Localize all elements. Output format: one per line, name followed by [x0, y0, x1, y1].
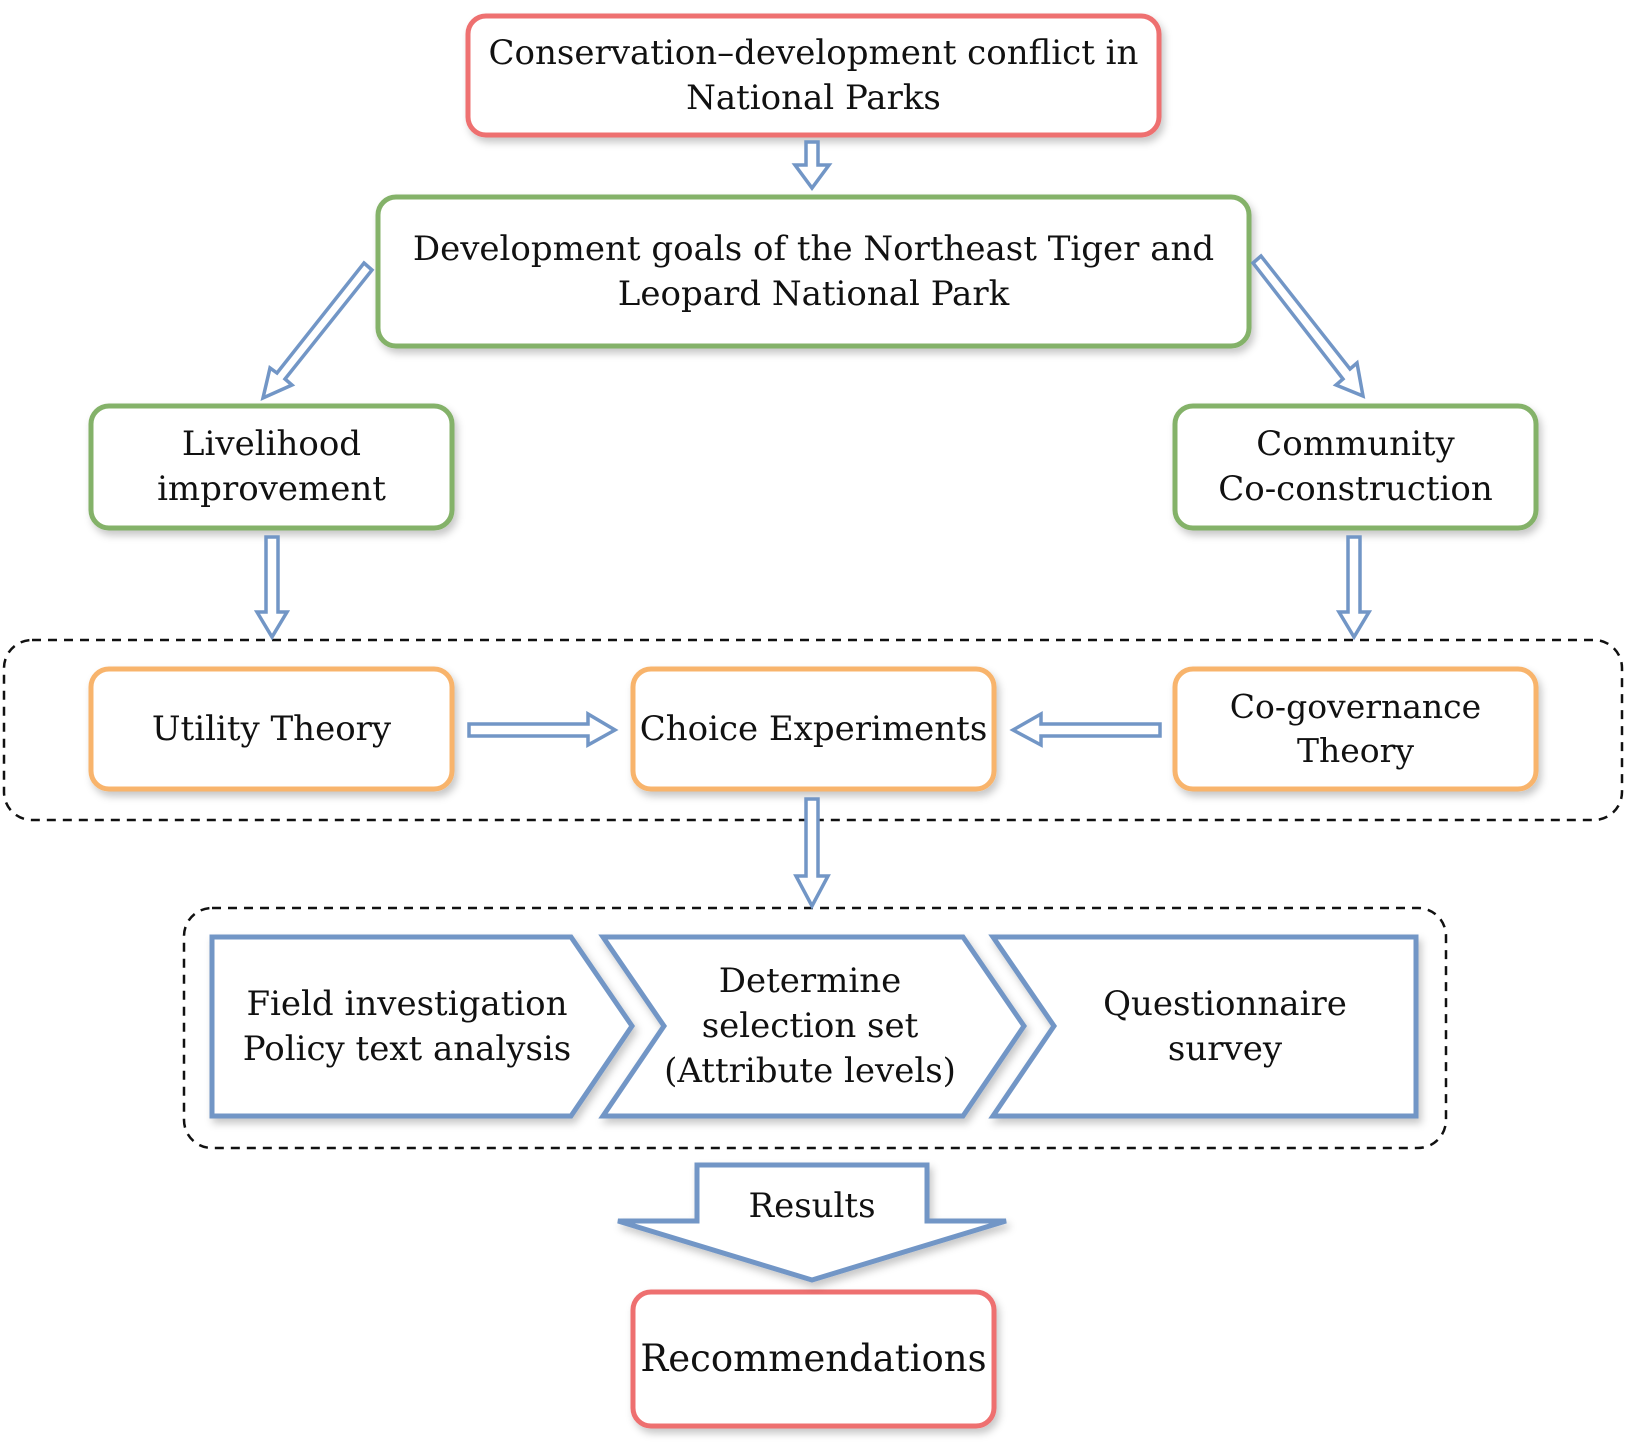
cogovernance-label: Co-governance Theory — [1229, 687, 1482, 770]
arrow-choice-to-process — [793, 797, 831, 910]
recommendations-label: Recommendations — [640, 1336, 987, 1380]
conflict-box — [465, 13, 1162, 138]
arrow-livelihood-to-utility — [253, 535, 291, 641]
livelihood-label: Livelihood improvement — [157, 424, 386, 509]
choice-box — [630, 666, 997, 792]
community-label: Community Co-construction — [1218, 424, 1493, 509]
arrow-goals-to-community — [1250, 253, 1366, 399]
recommendations-box — [630, 1289, 997, 1429]
goals-label: Development goals of the Northeast Tiger… — [412, 228, 1215, 314]
utility-box — [88, 666, 455, 792]
results-arrow — [617, 1162, 1007, 1283]
arrow-utility-to-choice — [467, 710, 619, 748]
questionnaire-chevron — [988, 934, 1419, 1119]
conflict-label: Conservation–development conflict in Nat… — [488, 32, 1139, 118]
cogovernance-box — [1172, 666, 1539, 792]
utility-label: Utility Theory — [151, 708, 392, 749]
determine-label: Determine selection set (Attribute level… — [664, 961, 956, 1091]
goals-box — [375, 194, 1252, 349]
field-chevron — [209, 934, 636, 1119]
results-label: Results — [748, 1185, 876, 1226]
arrow-goals-to-livelihood — [260, 260, 375, 402]
determine-chevron — [598, 934, 1028, 1119]
questionnaire-label: Questionnaire survey — [1103, 983, 1347, 1069]
community-box — [1172, 403, 1539, 531]
arrow-cogovernance-to-choice — [1009, 710, 1162, 748]
process-group-container — [182, 906, 1448, 1150]
field-label: Field investigation Policy text analysis — [242, 983, 572, 1069]
choice-label: Choice Experiments — [639, 708, 988, 749]
arrow-community-to-cogovernance — [1335, 535, 1373, 641]
theory-group-container — [2, 638, 1624, 822]
livelihood-box — [88, 403, 455, 531]
arrow-conflict-to-goals — [791, 140, 833, 191]
